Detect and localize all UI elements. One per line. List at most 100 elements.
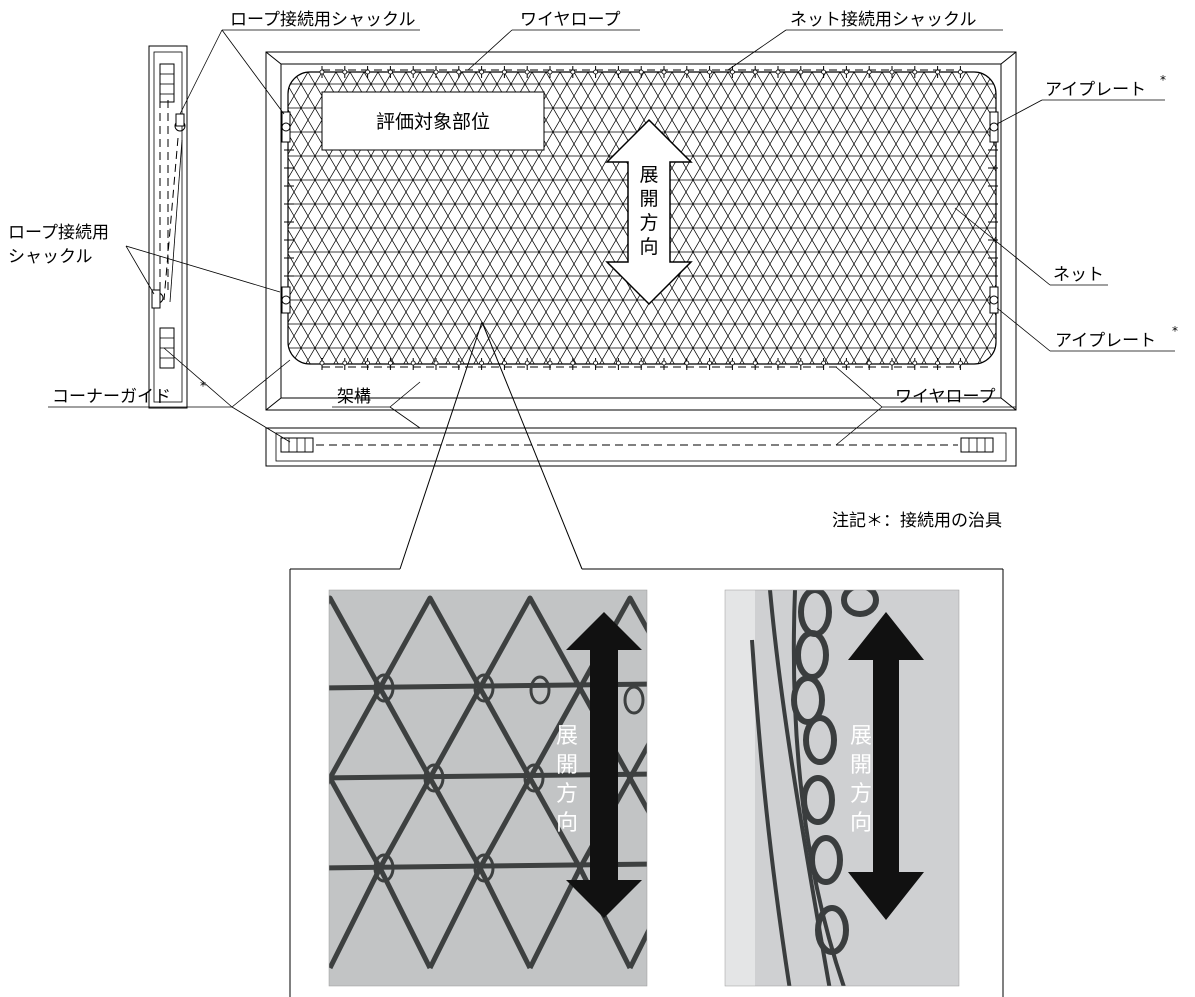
label-net: ネット	[1053, 265, 1104, 285]
net-wire-loop	[373, 853, 395, 883]
photo-left-dir-4: 向	[556, 811, 578, 836]
side-view	[148, 45, 188, 409]
label-note: 注記＊：接続用の治具	[832, 511, 1002, 531]
net-wire-loop	[803, 715, 837, 765]
net-shackles-bottom	[319, 358, 963, 370]
net-shackle	[798, 358, 804, 370]
net-wire-loop	[791, 675, 825, 725]
net-shackle	[638, 66, 644, 78]
net-shackle	[866, 358, 872, 370]
net-shackle	[958, 66, 963, 78]
asterisk-eye-plate-bottom: *	[1172, 324, 1178, 338]
deploy-direction-arrow-photo-right	[848, 612, 924, 920]
deploy-direction-char-1: 展	[639, 164, 658, 186]
net-shackle	[365, 358, 371, 370]
asterisk-eye-plate-top: *	[1160, 73, 1166, 87]
deploy-direction-char-3: 方	[639, 212, 658, 234]
net-shackle	[501, 66, 507, 78]
front-view-frame	[265, 51, 1017, 411]
net-shackle	[342, 66, 348, 78]
net-wire-loop	[423, 763, 445, 793]
label-eye-plate-top: アイプレート	[1045, 80, 1146, 100]
net-wire-loop	[815, 905, 849, 955]
net-shackle	[387, 358, 393, 370]
label-wire-rope-top: ワイヤロープ	[520, 10, 620, 30]
net-shackle	[958, 358, 963, 370]
net-wire	[750, 639, 792, 986]
net-shackle	[889, 358, 895, 370]
net-shackle	[821, 358, 826, 370]
net-shackle	[410, 358, 416, 370]
label-rope-shackle-top: ロープ接続用シャックル	[230, 10, 415, 30]
net-shackle	[319, 66, 325, 78]
net-shackle	[433, 358, 439, 370]
net-shackle	[866, 66, 872, 78]
net-shackle	[616, 66, 621, 78]
net-shackle	[570, 358, 576, 370]
net-shackle	[638, 358, 644, 370]
net-shackle	[821, 66, 826, 78]
net-shackle	[524, 358, 530, 370]
net-shackle	[593, 358, 598, 370]
net-wire-loop	[841, 590, 879, 617]
net-wire-loop	[529, 675, 551, 705]
net-mesh-front-photo	[329, 590, 647, 986]
net-shackle	[684, 358, 690, 370]
net-shackle	[889, 66, 895, 78]
label-rope-shackle-left-1: ロープ接続用	[8, 223, 109, 243]
net-wire	[329, 775, 647, 870]
net-shackle	[547, 66, 553, 78]
net-shackle	[775, 66, 781, 78]
net-wire-loop	[623, 685, 645, 715]
label-eye-plate-bottom: アイプレート	[1055, 331, 1156, 351]
eye-plate-left-bottom	[281, 286, 291, 314]
net-shackle	[684, 66, 690, 78]
deploy-direction-char-4: 向	[639, 236, 658, 258]
deploy-direction-arrow-photo-left	[566, 612, 642, 918]
leader-lines	[48, 29, 1175, 446]
deploy-direction-arrow	[605, 118, 693, 306]
net-shackle	[798, 66, 804, 78]
label-net-shackle: ネット接続用シャックル	[790, 10, 977, 30]
net-shackle	[547, 358, 553, 370]
net-wire-loop	[523, 763, 545, 793]
net-wire	[791, 590, 846, 986]
net-shackle	[775, 358, 781, 370]
net-shackle	[707, 358, 712, 370]
eye-plate-right-top	[989, 111, 999, 143]
photo-right-dir-2: 開	[850, 753, 872, 778]
net-shackle	[570, 66, 576, 78]
photo-left-dir-2: 開	[556, 753, 578, 778]
net-shackle	[912, 66, 918, 78]
net-shackles-top	[319, 66, 963, 78]
net-shackle	[479, 66, 485, 78]
net-wire	[329, 595, 647, 690]
net-wire-loop	[801, 775, 835, 825]
net-shackle	[501, 358, 507, 370]
net-shackle	[616, 358, 621, 370]
photo-left-dir-1: 展	[556, 724, 578, 749]
net-shackle	[433, 66, 439, 78]
net-wire	[329, 685, 647, 780]
label-rope-shackle-left-2: シャックル	[8, 247, 93, 267]
asterisk-corner-guide: *	[200, 379, 206, 393]
net-shackles-right	[988, 149, 998, 277]
photo-left-dir-3: 方	[556, 782, 578, 807]
net-wire	[329, 865, 647, 970]
net-wire-loop	[809, 835, 843, 885]
zoom-callout	[289, 321, 1004, 997]
net-shackle	[342, 358, 348, 370]
net-shackle	[730, 66, 735, 78]
net-shackles-left	[284, 149, 294, 277]
net-shackle	[730, 358, 735, 370]
net-mesh-side-photo	[725, 590, 959, 986]
net-shackle	[935, 358, 940, 370]
bottom-view	[265, 427, 1017, 467]
net-wire-loop	[473, 673, 495, 703]
net-shackle	[752, 66, 758, 78]
net-shackle	[752, 358, 758, 370]
net-shackle	[456, 66, 462, 78]
net-shackle	[524, 66, 530, 78]
eye-plate-left-top	[281, 111, 291, 143]
